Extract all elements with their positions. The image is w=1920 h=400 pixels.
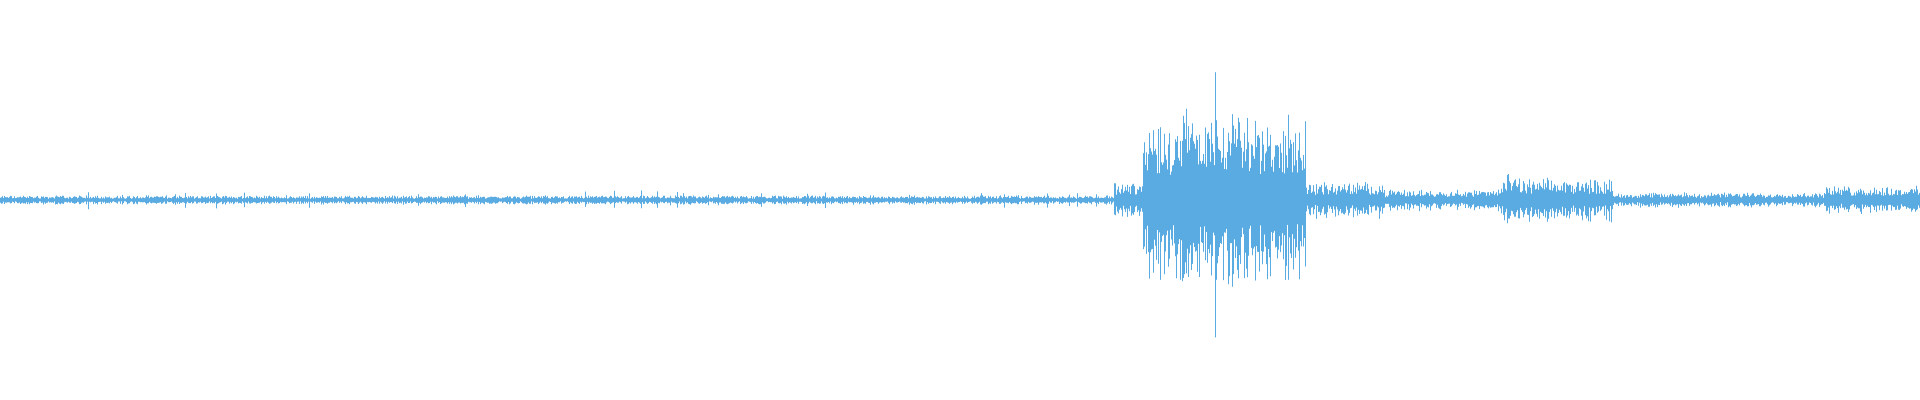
waveform-bars [0, 72, 1920, 338]
waveform-trace [0, 72, 1920, 338]
